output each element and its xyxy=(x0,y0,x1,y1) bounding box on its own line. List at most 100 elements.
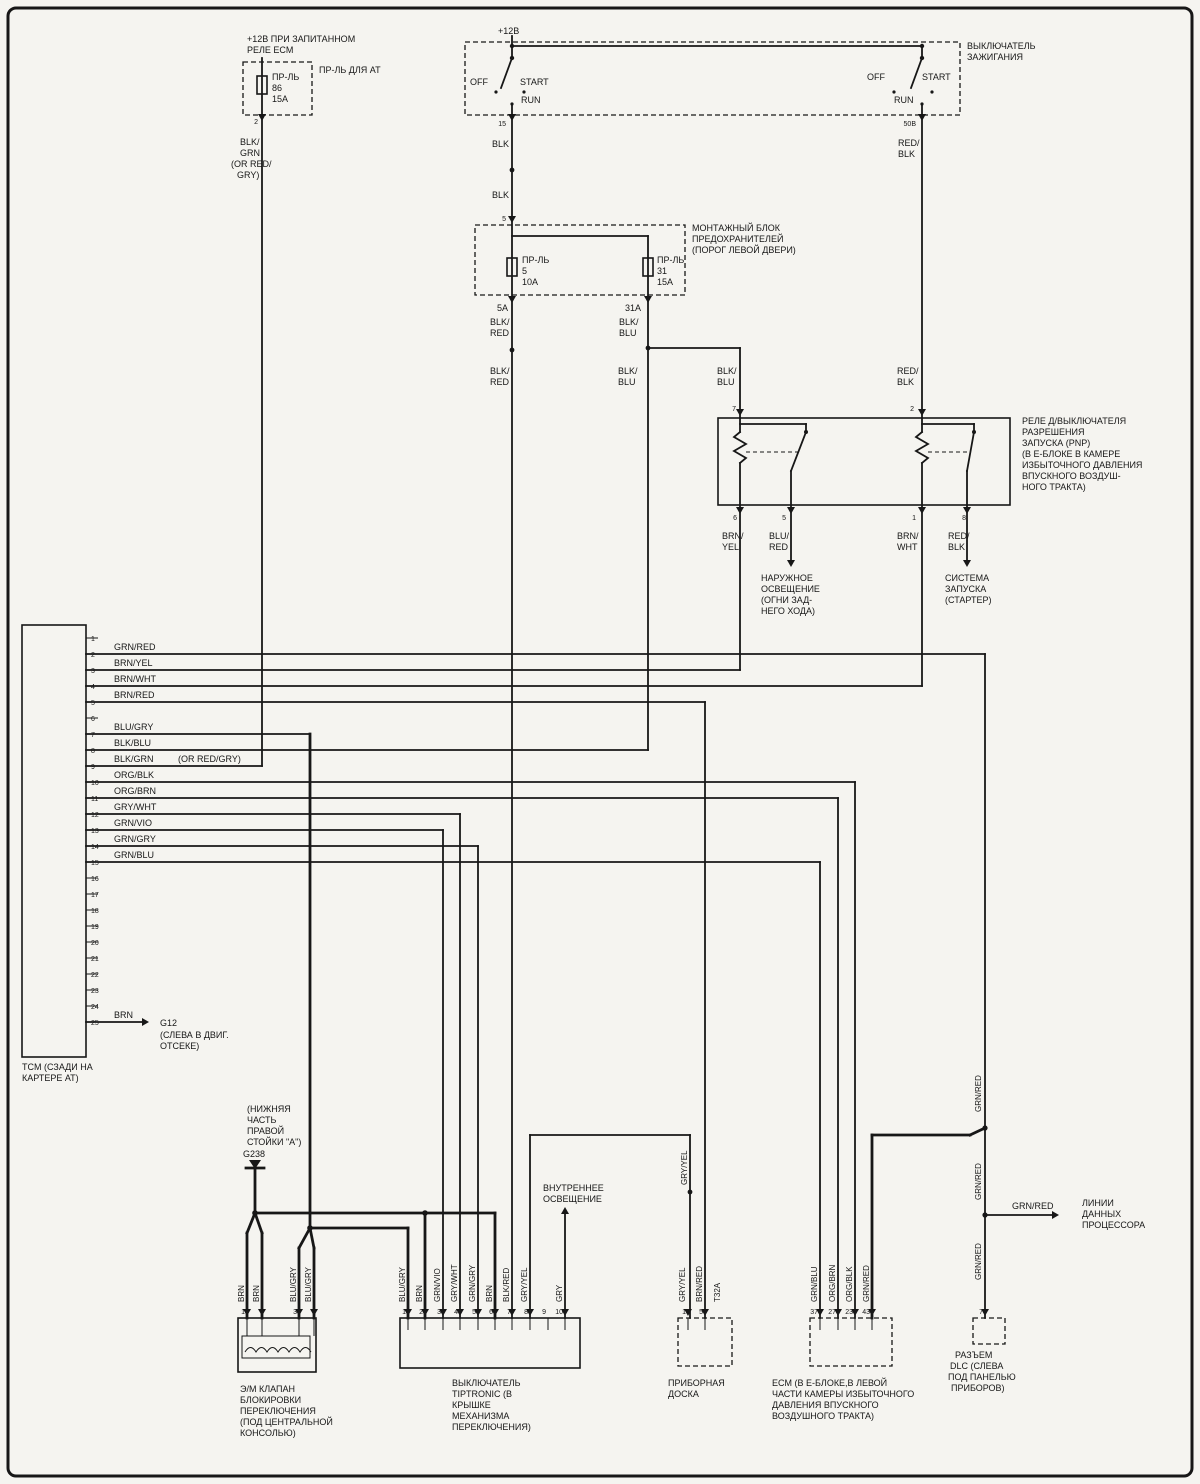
label-tcm-wire-13: GRN/VIO xyxy=(114,818,152,828)
junction-dot xyxy=(494,90,498,94)
label-tip-pin-8: 8 xyxy=(524,1309,528,1316)
arrow-marker xyxy=(918,409,926,416)
diagram-shape xyxy=(244,1347,312,1353)
label-relay-pin-6: 6 xyxy=(733,515,737,522)
wire-segment xyxy=(965,430,976,473)
label-wire-redblk-1b: BLK xyxy=(898,149,915,159)
wire-segment xyxy=(253,1211,264,1235)
label-fuse-at-number: 86 xyxy=(272,83,282,93)
label-g238-note-1: (НИЖНЯЯ xyxy=(247,1104,291,1114)
diagram-shape xyxy=(809,1317,893,1367)
arrow-marker xyxy=(736,507,744,514)
label-tcm-wire-25: BRN xyxy=(114,1010,133,1020)
label-tcm-wire-11: ORG/BRN xyxy=(114,786,156,796)
label-tip-wire-6: BRN xyxy=(485,1285,494,1302)
label-tcm-wire-12: GRY/WHT xyxy=(114,802,157,812)
label-tip-title-1: ВЫКЛЮЧАТЕЛЬ xyxy=(452,1378,521,1388)
arrow-marker xyxy=(963,507,971,514)
junction-dot xyxy=(522,90,526,94)
label-start-sys-3: (СТАРТЕР) xyxy=(945,595,992,605)
label-ecm-wire-37: GRN/BLU xyxy=(810,1266,819,1302)
label-fuse5-rating: 10A xyxy=(522,277,538,287)
label-relay-pin-8: 8 xyxy=(962,515,966,522)
label-tip-wire-8: GRY/YEL xyxy=(520,1267,529,1302)
label-tip-pin-10: 10 xyxy=(555,1309,563,1316)
label-tcm-wire-3: BRN/YEL xyxy=(114,658,153,668)
junction-dot xyxy=(687,1189,693,1195)
label-fusebox-pin-5: 5 xyxy=(502,216,506,223)
label-tcm-title-2: КАРТЕРЕ АТ) xyxy=(22,1073,79,1083)
label-ecm-relay-note-1: +12В ПРИ ЗАПИТАННОМ xyxy=(247,34,355,44)
label-g12-name: G12 xyxy=(160,1018,177,1028)
label-sol-title-3: ПЕРЕКЛЮЧЕНИЯ xyxy=(240,1406,316,1416)
label-sol-pin-3: 3 xyxy=(293,1309,297,1316)
label-fuse-at-pin: 2 xyxy=(254,119,258,126)
label-tcm-wire-2: GRN/RED xyxy=(114,642,156,652)
label-tcm-pin-12: 12 xyxy=(91,812,99,819)
label-relay-pin-2: 2 xyxy=(910,406,914,413)
tiptronic-switch xyxy=(399,1309,581,1369)
diagram-shape xyxy=(241,1335,311,1359)
label-sol-title-1: Э/М КЛАПАН xyxy=(240,1384,295,1394)
label-g12-note-1: (СЛЕВА В ДВИГ. xyxy=(160,1030,229,1040)
label-ign-start-left: START xyxy=(520,77,549,87)
label-g238-note-3: ПРАВОЙ xyxy=(247,1125,284,1136)
label-wire-redblk-3a: RED/ xyxy=(948,531,970,541)
label-wire-redblk-1a: RED/ xyxy=(898,138,920,148)
label-fuse31-number: 31 xyxy=(657,266,667,276)
label-wire-redblk-3b: BLK xyxy=(948,542,965,552)
label-tcm-pin-14: 14 xyxy=(91,844,99,851)
label-wire-redblk-2a: RED/ xyxy=(897,366,919,376)
label-plus-12v: +12В xyxy=(498,26,519,36)
diagram-shape xyxy=(242,61,313,116)
label-tip-pin-9: 9 xyxy=(542,1309,546,1316)
label-grnred-v1: GRN/RED xyxy=(974,1075,983,1112)
label-tcm-pin-22: 22 xyxy=(91,972,99,979)
label-tip-wire-10: GRY xyxy=(555,1284,564,1302)
label-tip-wire-5: GRN/GRY xyxy=(468,1264,477,1302)
label-relay-title-2: РАЗРЕШЕНИЯ xyxy=(1022,427,1084,437)
g238-ground-net xyxy=(244,1160,497,1320)
arrow-marker xyxy=(736,409,744,416)
label-panel-title-1: ПРИБОРНАЯ xyxy=(668,1378,725,1388)
label-tcm-pin-10: 10 xyxy=(91,780,99,787)
label-tcm-wire-8: BLK/BLU xyxy=(114,738,151,748)
label-fusebox-title-1: МОНТАЖНЫЙ БЛОК xyxy=(692,222,781,233)
label-fusebox-title-3: (ПОРОГ ЛЕВОЙ ДВЕРИ) xyxy=(692,244,796,255)
label-dlc-title-2: DLC (СЛЕВА xyxy=(950,1361,1003,1371)
shift-lock-solenoid xyxy=(237,1309,318,1373)
label-dlc-title-1: РАЗЪЕМ xyxy=(955,1350,992,1360)
label-tip-pin-4: 4 xyxy=(454,1309,458,1316)
label-ecm-title-3: ДАВЛЕНИЯ ВПУСКНОГО xyxy=(772,1400,879,1410)
label-panel-conn: T32A xyxy=(713,1282,722,1302)
label-tip-pin-1: 1 xyxy=(402,1309,406,1316)
label-tip-pin-2: 2 xyxy=(419,1309,423,1316)
label-panel-pin-1: 1 xyxy=(682,1309,686,1316)
label-tcm-pin-11: 11 xyxy=(91,796,98,803)
label-tip-pin-6: 6 xyxy=(489,1309,493,1316)
label-ign-off-left: OFF xyxy=(470,77,488,87)
label-tcm-pin-17: 17 xyxy=(91,892,99,899)
label-panel-title-2: ДОСКА xyxy=(668,1389,699,1399)
label-tip-title-5: ПЕРЕКЛЮЧЕНИЯ) xyxy=(452,1422,531,1432)
wire-segment xyxy=(909,56,924,90)
label-fuse31-name: ПР-ЛЬ xyxy=(657,255,684,265)
label-tcm-pin-23: 23 xyxy=(91,988,99,995)
label-relay-title-1: РЕЛЕ Д/ВЫКЛЮЧАТЕЛЯ xyxy=(1022,416,1126,426)
label-tcm-title-1: TCM (СЗАДИ НА xyxy=(22,1062,93,1072)
label-tcm-pin-2: 2 xyxy=(91,652,95,659)
diagram-shape xyxy=(464,41,961,116)
diagram-shape xyxy=(399,1317,581,1369)
label-ecm-pin-37: 37 xyxy=(810,1309,818,1316)
label-tip-title-4: МЕХАНИЗМА xyxy=(452,1411,509,1421)
label-tcm-pin-5: 5 xyxy=(91,700,95,707)
label-wire-blured-a: BLU/ xyxy=(769,531,790,541)
label-fusebox-title-2: ПРЕДОХРАНИТЕЛЕЙ xyxy=(692,233,783,244)
label-dlc-title-4: ПРИБОРОВ) xyxy=(951,1383,1005,1393)
label-tip-pin-3: 3 xyxy=(437,1309,441,1316)
arrow-marker xyxy=(310,1309,318,1316)
label-tcm-wire-15: GRN/BLU xyxy=(114,850,154,860)
label-wire-blk-1: BLK xyxy=(492,139,509,149)
